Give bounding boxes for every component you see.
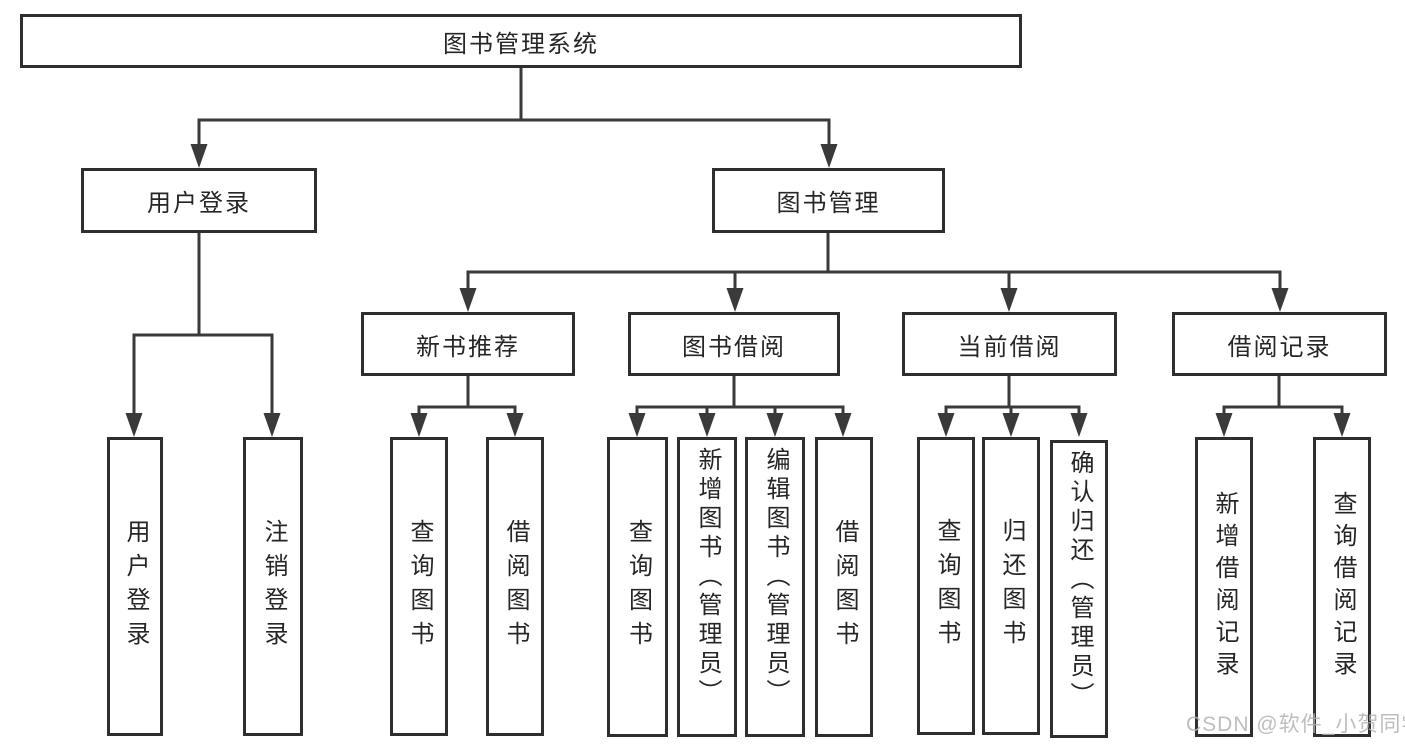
edges-book-borrowing	[628, 376, 852, 437]
node-library-system-label: 图书管理系统	[443, 30, 599, 58]
leaf-confirm-return-admin: 确认归还（管理员）	[1050, 440, 1108, 738]
leaf-query-books-label: 查询图书	[933, 518, 960, 654]
watermark-text: CSDN @软件_小贺同学	[1186, 713, 1405, 736]
node-book-borrowing: 图书借阅	[628, 312, 840, 376]
leaf-borrow-books: 借阅图书	[815, 437, 873, 737]
leaf-return-books: 归还图书	[982, 437, 1040, 735]
edges-user-login	[125, 233, 281, 437]
leaf-query-borrow-record-label: 查询借阅记录	[1329, 491, 1356, 683]
edges-current-borrowing	[937, 376, 1088, 437]
node-library-system: 图书管理系统	[20, 14, 1022, 68]
leaf-borrow-books-label: 借阅图书	[831, 519, 858, 655]
leaf-confirm-return-admin-label: 确认归还（管理员）	[1066, 450, 1093, 711]
node-borrow-records: 借阅记录	[1172, 312, 1387, 376]
node-user-login-label: 用户登录	[147, 190, 251, 217]
leaf-add-book-admin: 新增图书（管理员）	[677, 437, 737, 737]
leaf-edit-book-admin: 编辑图书（管理员）	[745, 437, 805, 737]
leaf-add-book-admin-label: 新增图书（管理员）	[694, 447, 721, 708]
edges-root	[190, 68, 838, 168]
leaf-query-books-label: 查询图书	[624, 519, 652, 655]
node-book-borrowing-label: 图书借阅	[682, 333, 786, 361]
node-current-borrowing: 当前借阅	[902, 312, 1117, 376]
leaf-borrow-books: 借阅图书	[486, 437, 544, 736]
node-borrow-records-label: 借阅记录	[1227, 333, 1332, 361]
leaf-query-books: 查询图书	[390, 437, 448, 736]
edges-borrow-records	[1215, 376, 1351, 437]
edges-new-book-recommend	[410, 376, 524, 437]
leaf-return-books-label: 归还图书	[998, 518, 1025, 654]
leaf-add-borrow-record-label: 新增借阅记录	[1211, 491, 1238, 683]
leaf-query-books: 查询图书	[607, 437, 668, 737]
leaf-logout-label: 注销登录	[260, 518, 287, 655]
leaf-query-books-label: 查询图书	[406, 518, 433, 655]
node-new-book-recommend-label: 新书推荐	[416, 333, 520, 361]
edges-book-management	[459, 233, 1289, 312]
leaf-user-login: 用户登录	[107, 437, 163, 736]
leaf-borrow-books-label: 借阅图书	[502, 518, 529, 655]
node-user-login: 用户登录	[81, 168, 317, 233]
leaf-add-borrow-record: 新增借阅记录	[1195, 437, 1253, 737]
leaf-edit-book-admin-label: 编辑图书（管理员）	[762, 447, 789, 708]
node-book-management: 图书管理	[712, 168, 945, 233]
node-new-book-recommend: 新书推荐	[361, 312, 575, 376]
leaf-logout: 注销登录	[243, 437, 303, 736]
leaf-user-login-label: 用户登录	[122, 518, 149, 655]
node-book-management-label: 图书管理	[776, 190, 881, 217]
leaf-query-borrow-record: 查询借阅记录	[1313, 437, 1371, 737]
leaf-query-books: 查询图书	[917, 437, 975, 735]
node-current-borrowing-label: 当前借阅	[957, 333, 1062, 361]
